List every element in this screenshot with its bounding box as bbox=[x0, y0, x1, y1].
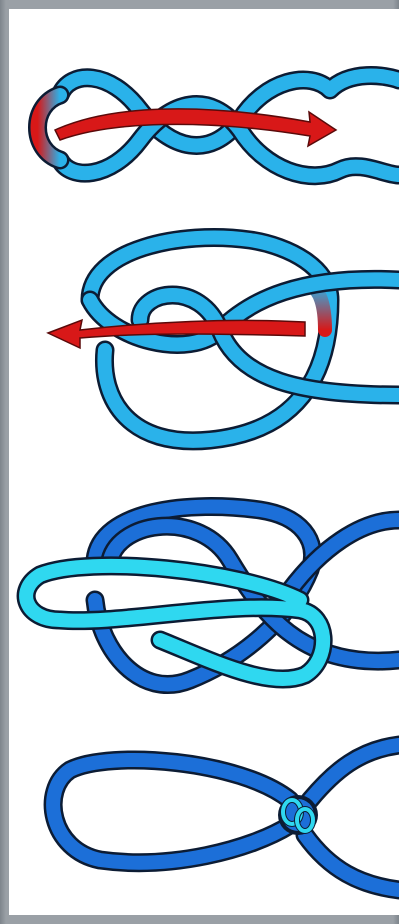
step-3 bbox=[26, 507, 399, 685]
rope bbox=[53, 745, 399, 890]
rope bbox=[26, 507, 399, 685]
rope bbox=[90, 238, 399, 441]
step-2 bbox=[48, 238, 399, 441]
step-1 bbox=[38, 76, 399, 176]
knot bbox=[278, 795, 318, 835]
step-4 bbox=[53, 745, 399, 890]
